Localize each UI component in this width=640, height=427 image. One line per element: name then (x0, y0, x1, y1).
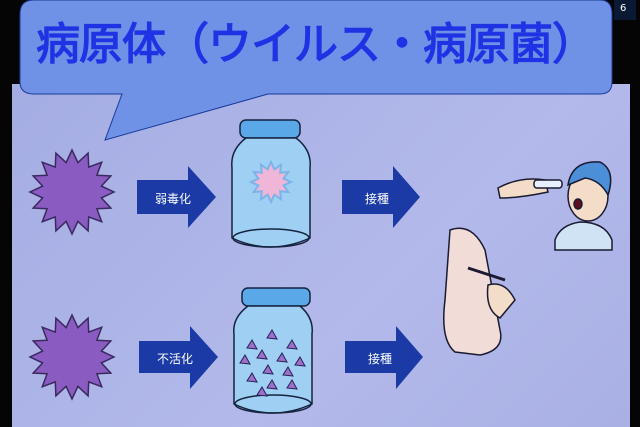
label-weaken: 弱毒化 (155, 192, 192, 206)
virus-fragment-icon (286, 379, 298, 390)
virus-fragment-icon (246, 339, 258, 350)
virus-fragment-icon (266, 329, 278, 340)
virus-top-icon (28, 148, 116, 236)
jar-inactivated (233, 287, 313, 414)
virus-fragment-icon (286, 339, 298, 350)
arrow-inactivate (139, 326, 218, 389)
channel-logo (614, 0, 636, 20)
arrow-inoculate-bottom (345, 326, 423, 389)
label-inactivate: 不活化 (157, 352, 194, 366)
virus-fragment-icon (282, 366, 294, 377)
virus-fragment-icon (262, 364, 274, 375)
virus-fragment-icon (246, 372, 258, 383)
channel-number: 6 (620, 3, 627, 14)
virus-bottom-icon (28, 313, 116, 401)
arm-injection-illustration (443, 227, 516, 356)
arrow-weaken (137, 166, 216, 228)
jar-attenuated (231, 119, 311, 248)
virus-fragment-icon (256, 349, 268, 360)
label-inoculate-bottom: 接種 (368, 352, 393, 366)
virus-fragment-icon (266, 379, 278, 390)
diagram-panel (12, 84, 630, 427)
title-bubble (19, 0, 613, 141)
label-inoculate-top: 接種 (365, 192, 390, 206)
child-oral-vaccine-illustration (497, 161, 613, 251)
arrow-inoculate-top (342, 166, 420, 228)
virus-fragment-icon (276, 352, 288, 363)
virus-fragment-icon (294, 356, 306, 367)
virus-fragment-icon (256, 386, 268, 397)
page-title: 病原体（ウイルス・病原菌） (36, 19, 596, 70)
virus-fragment-icon (239, 354, 251, 365)
